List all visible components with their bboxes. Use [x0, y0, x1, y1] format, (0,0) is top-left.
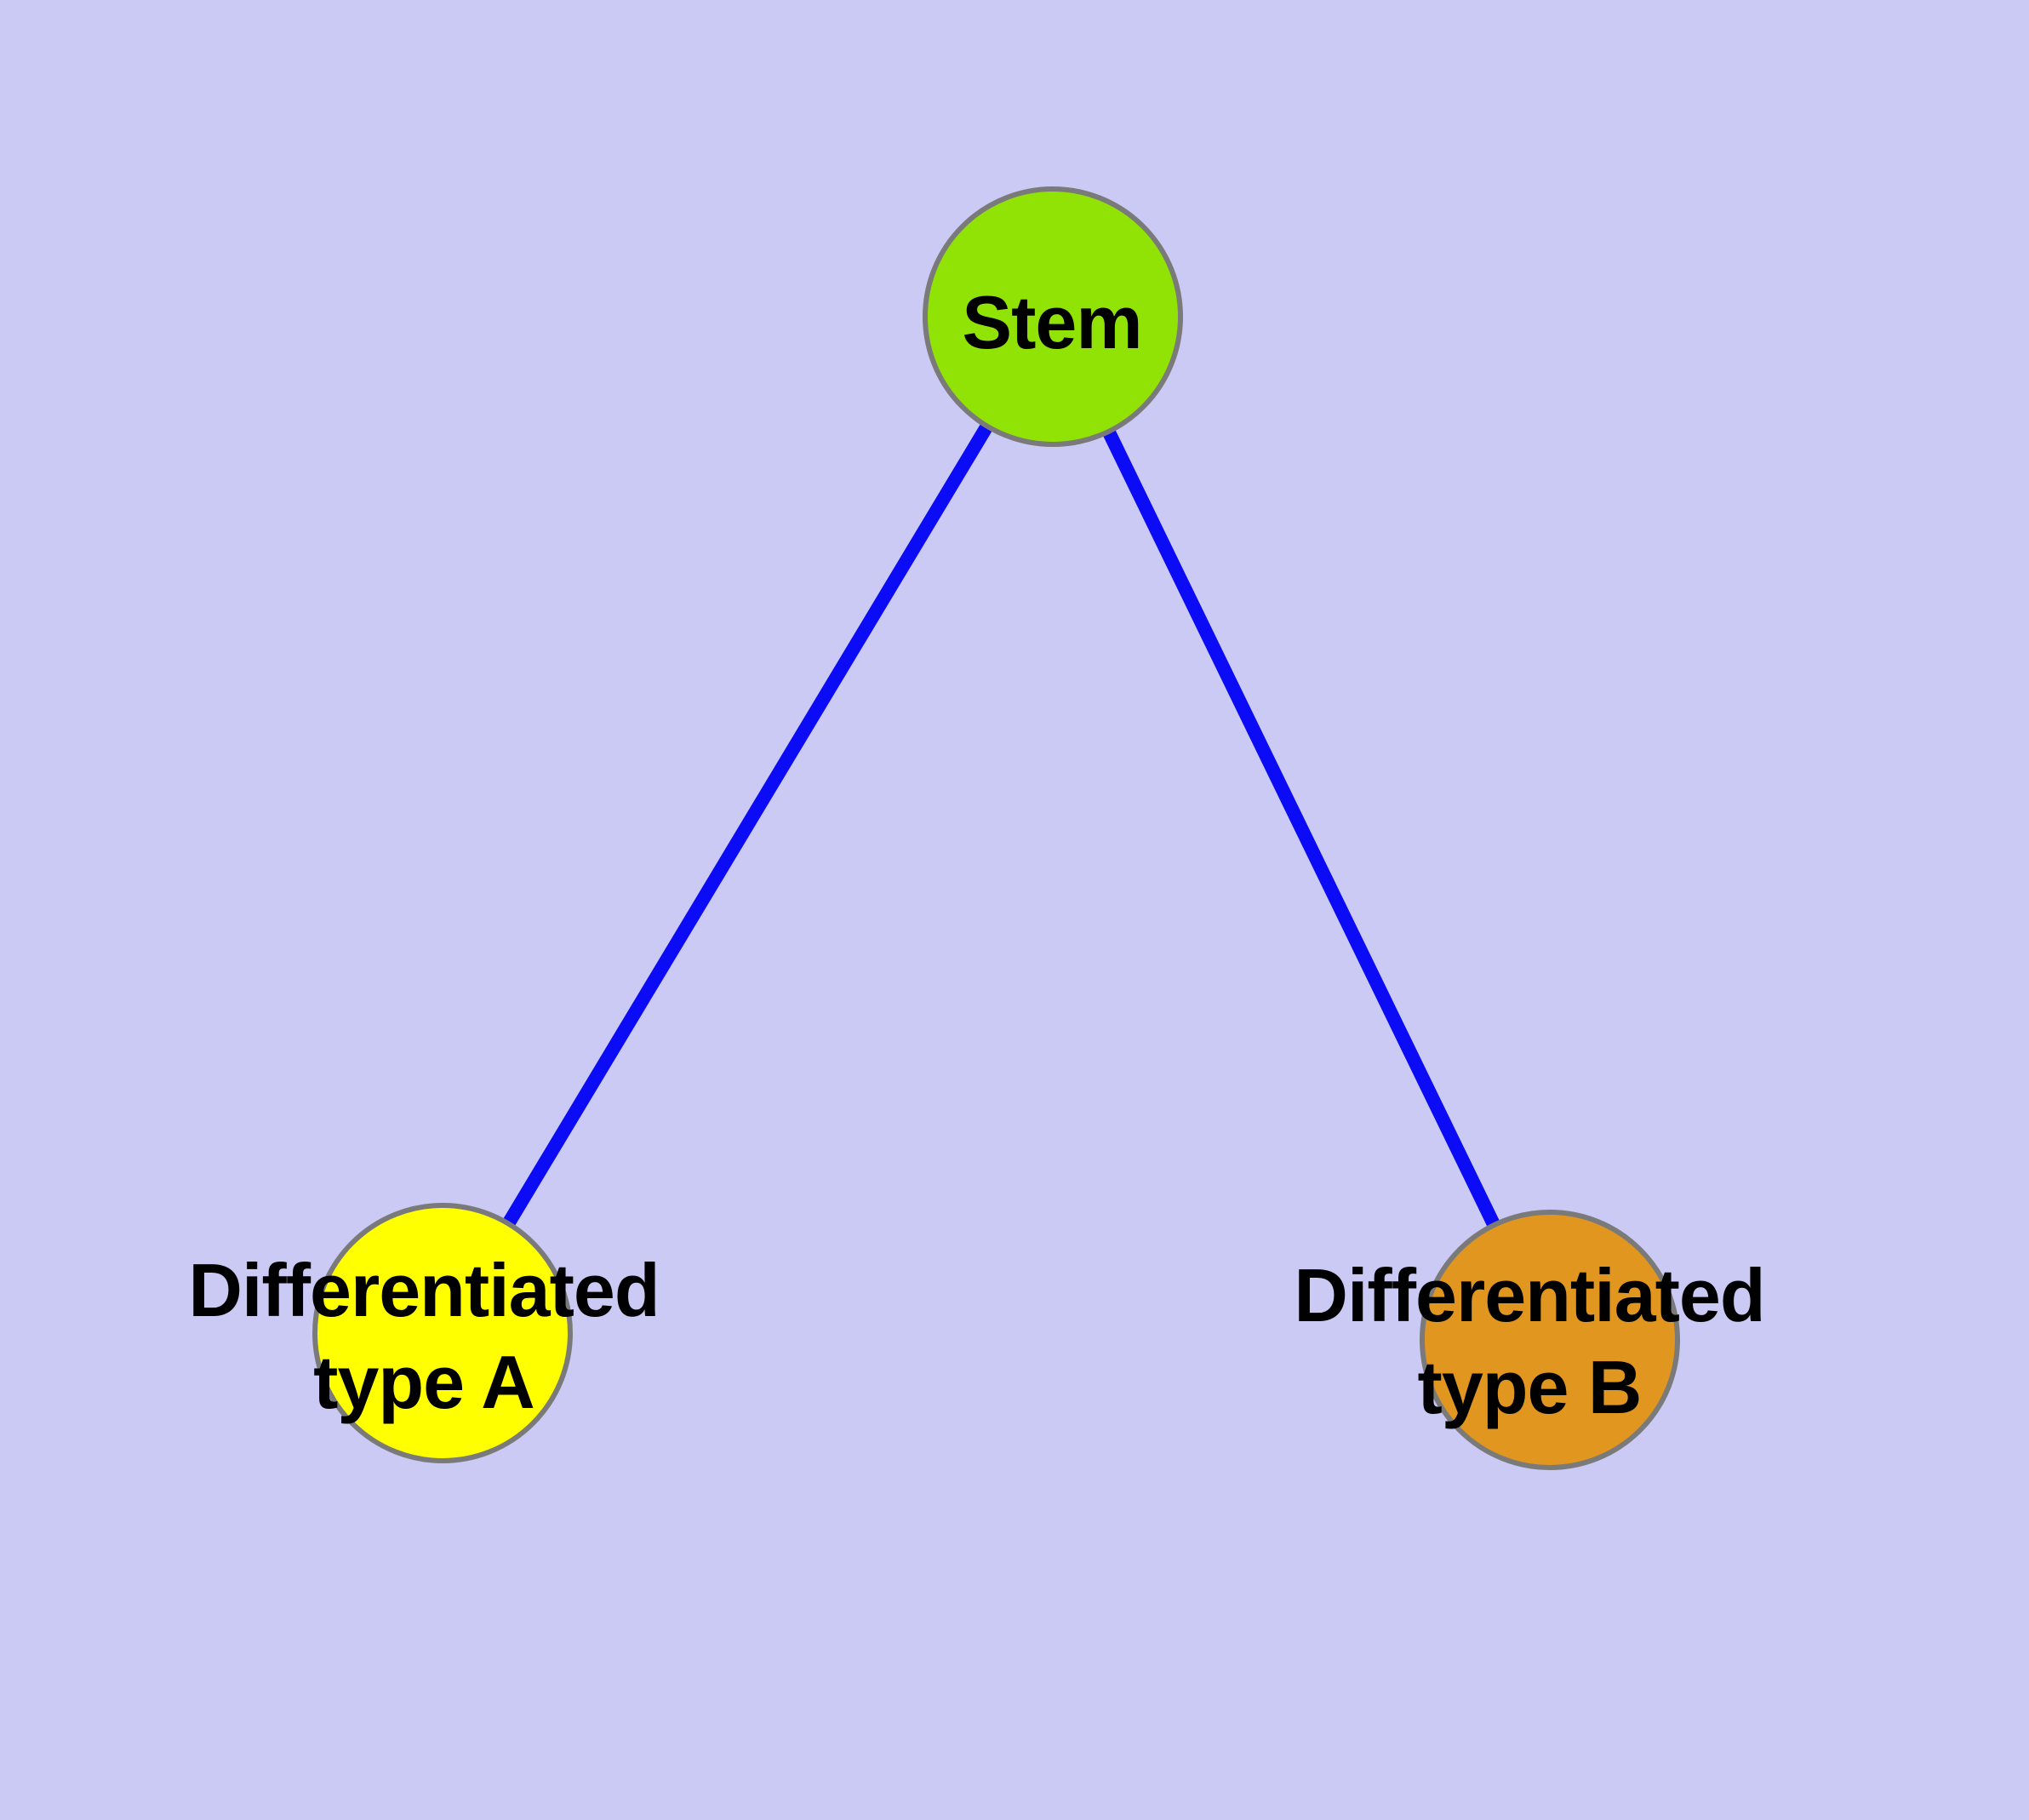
- edge-stem-to-type-a: [437, 312, 1059, 1337]
- node-label-differentiated-type-b: Differentiated type B: [1294, 1250, 1765, 1434]
- node-label-line: type A: [313, 1340, 535, 1424]
- node-label-line: Stem: [962, 280, 1142, 364]
- node-stem: [923, 186, 1183, 447]
- node-label-line: Differentiated: [1294, 1253, 1765, 1337]
- node-label-differentiated-type-a: Differentiated type A: [188, 1245, 660, 1428]
- node-label-line: Differentiated: [188, 1248, 660, 1332]
- node-label-line: type B: [1417, 1345, 1643, 1429]
- node-label-stem: Stem: [962, 277, 1142, 369]
- edge-stem-to-type-b: [1046, 313, 1557, 1343]
- node-differentiated-type-b: [1420, 1210, 1680, 1470]
- node-differentiated-type-a: [312, 1203, 573, 1463]
